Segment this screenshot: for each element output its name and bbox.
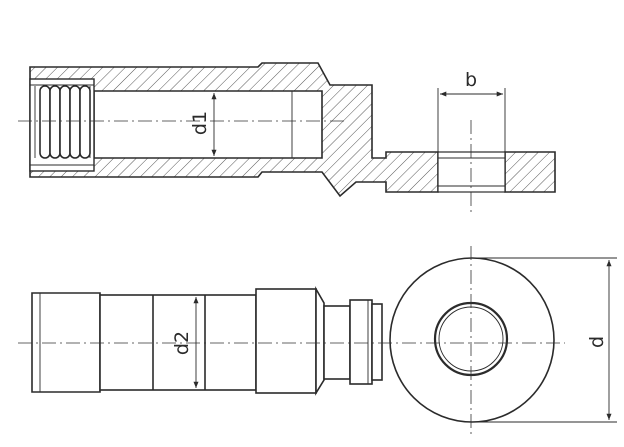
b-label: b	[465, 69, 477, 91]
barrel-collar	[255, 288, 317, 394]
barrel-taper	[315, 285, 325, 396]
flange-hatched	[504, 151, 556, 193]
plan-view: d2 d	[18, 246, 617, 434]
section-view: d1 b	[18, 62, 556, 214]
neck-flange	[371, 303, 383, 381]
d1-label: d1	[189, 111, 211, 135]
d2-label: d2	[171, 331, 193, 355]
barrel-mid	[99, 294, 257, 391]
lug-hole-section	[437, 151, 506, 193]
d-label: d	[586, 336, 608, 348]
neck	[323, 305, 351, 380]
barrel-body	[31, 292, 101, 393]
conductor-strands	[34, 85, 91, 159]
neck-step	[349, 299, 373, 385]
